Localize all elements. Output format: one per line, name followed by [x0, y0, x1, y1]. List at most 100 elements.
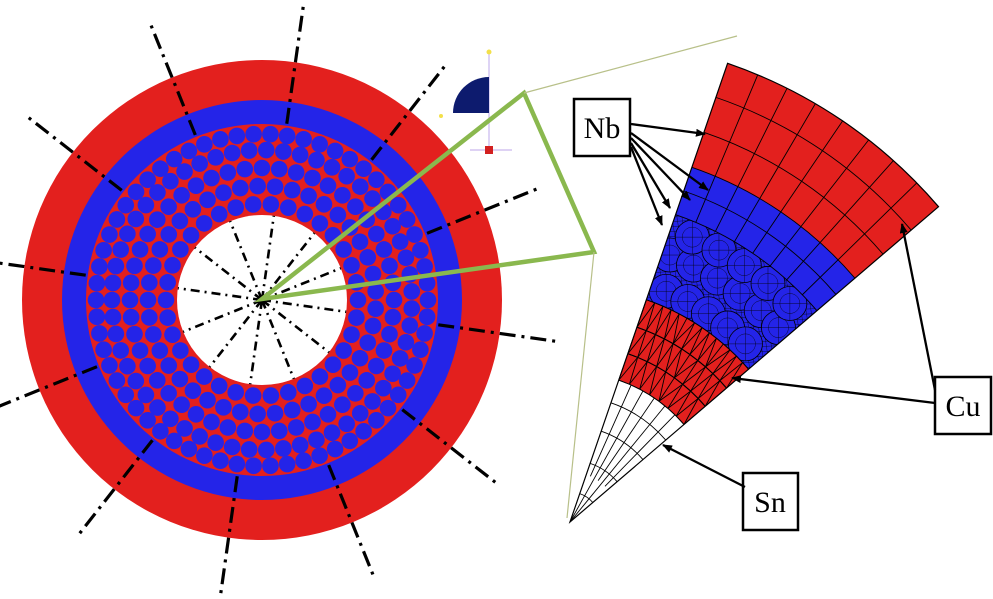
niobium-filament	[164, 326, 181, 343]
niobium-filament	[127, 210, 145, 228]
mesh-edge	[584, 390, 644, 497]
core-symmetry-lines	[177, 215, 347, 385]
mesh-edge	[655, 306, 664, 335]
niobium-filament	[172, 241, 189, 258]
niobium-filament	[108, 372, 126, 389]
niobium-filament	[227, 384, 245, 401]
mesh-edge	[664, 338, 674, 345]
niobium-filament	[334, 396, 351, 414]
niobium-filament	[228, 455, 246, 473]
mesh-edge	[628, 357, 639, 385]
niobium-filament	[253, 423, 271, 441]
niobium-filament	[184, 382, 202, 399]
niobium-filament	[207, 434, 224, 451]
niobium-filament	[351, 233, 369, 251]
mesh-edge	[697, 380, 721, 399]
niobium-filament	[343, 257, 360, 274]
sector-inner-copper-region	[618, 299, 749, 425]
niobium-filament	[139, 225, 156, 243]
mesh-edge	[694, 322, 703, 329]
niobium-filament	[164, 257, 181, 274]
niobium-filament	[295, 452, 312, 470]
niobium-filament	[152, 422, 169, 440]
symmetry-line	[26, 115, 123, 192]
mesh-edge	[689, 354, 699, 361]
niobium-filament	[319, 177, 337, 194]
niobium-filament	[419, 291, 437, 309]
mesh-edge	[705, 338, 717, 368]
niobium-filament	[212, 452, 229, 470]
mesh-edge	[719, 355, 737, 381]
niobium-filament	[165, 150, 183, 168]
niobium-filament	[379, 399, 397, 417]
mesh-edge	[681, 322, 696, 350]
niobium-filament	[384, 365, 401, 383]
niobium-filament	[291, 436, 309, 454]
niobium-filament	[406, 226, 423, 243]
mesh-edge	[667, 383, 684, 409]
niobium-filament	[184, 201, 202, 218]
niobium-filament	[196, 136, 213, 153]
niobium-filament	[187, 406, 205, 423]
mesh-edge	[662, 305, 672, 311]
niobium-filament	[315, 387, 333, 404]
niobium-filament	[375, 241, 393, 258]
niobium-filament	[139, 357, 156, 375]
niobium-filament	[180, 142, 198, 160]
niobium-filament	[145, 326, 162, 343]
niobium-filament	[359, 249, 377, 266]
niobium-filament	[249, 405, 266, 423]
niobium-filament	[240, 441, 258, 458]
cu-arrow-inner	[731, 375, 936, 405]
niobium-filament	[341, 432, 359, 450]
niobium-filament	[95, 242, 112, 259]
niobium-filament	[278, 127, 296, 145]
nb-arrow-filament-3	[630, 142, 671, 209]
mesh-edge	[647, 361, 657, 367]
niobium-filament	[122, 274, 140, 292]
niobium-filament	[323, 424, 341, 441]
niobium-filament	[88, 274, 106, 292]
niobium-filament	[257, 441, 275, 459]
niobium-filament	[262, 457, 279, 475]
mesh-edge	[618, 379, 630, 385]
mesh-edge	[658, 400, 669, 409]
mesh-edge	[697, 398, 706, 407]
niobium-filament	[364, 265, 382, 283]
core-symmetry-line	[177, 286, 263, 302]
niobium-filament	[160, 357, 178, 374]
symmetry-line	[285, 4, 306, 124]
niobium-filament	[199, 191, 216, 209]
mesh-edge	[675, 415, 685, 425]
niobium-filament	[162, 410, 179, 428]
niobium-filament	[107, 325, 125, 343]
mesh-edge	[695, 74, 759, 223]
mesh-edge	[656, 366, 666, 373]
niobium-filament	[223, 144, 241, 162]
niobium-filament	[137, 386, 155, 404]
niobium-filament	[245, 125, 262, 143]
mesh-edge	[681, 348, 691, 355]
niobium-filament	[160, 198, 177, 215]
mesh-edge	[664, 313, 680, 340]
mesh-edge	[712, 349, 731, 374]
mesh-edge	[597, 397, 655, 481]
niobium-filament	[160, 385, 177, 402]
niobium-filament	[131, 241, 149, 258]
niobium-filament	[266, 404, 284, 422]
niobium-filament	[416, 258, 433, 275]
niobium-filament	[358, 372, 376, 389]
niobium-filament	[112, 241, 130, 258]
niobium-filament	[215, 184, 232, 202]
sector-niobium-barrier	[675, 167, 855, 311]
sn-label-box	[741, 471, 800, 532]
niobium-filament	[296, 205, 314, 223]
niobium-filament	[412, 242, 429, 259]
nb-label-box	[572, 97, 632, 158]
mesh-edge	[618, 357, 639, 381]
niobium-filament	[151, 342, 169, 359]
mesh-edge	[729, 349, 737, 357]
niobium-filament	[275, 440, 292, 457]
niobium-filament	[157, 291, 175, 309]
core-symmetry-line	[261, 298, 330, 354]
